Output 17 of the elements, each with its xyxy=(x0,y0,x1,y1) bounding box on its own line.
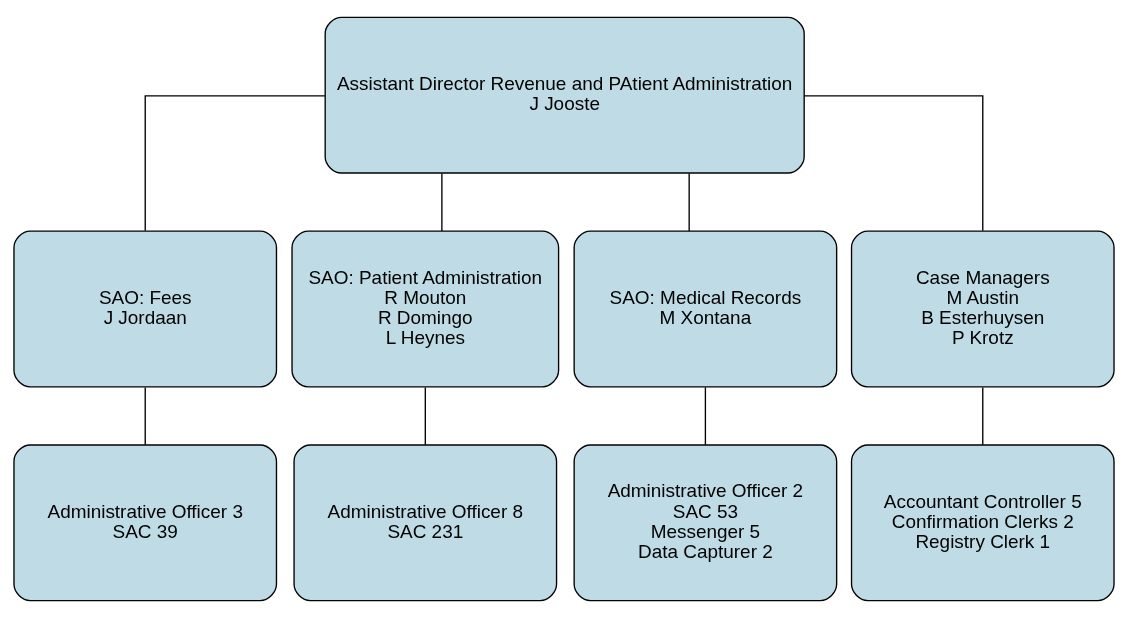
node-box: SAO: Patient Administration R Mouton R Domingo L Heynes xyxy=(291,230,560,387)
node-box: Accountant Controller 5 Confirmation Clerks 2 Registry Clerk 1 xyxy=(850,443,1115,601)
connector xyxy=(144,94,326,232)
connector xyxy=(144,386,146,445)
connector xyxy=(982,386,984,445)
connector xyxy=(688,172,690,232)
connector xyxy=(441,172,443,232)
node-box: Case Managers M Austin B Esterhuysen P Krotz xyxy=(850,230,1115,387)
connector xyxy=(803,94,984,232)
node-box: SAO: Fees J Jordaan xyxy=(13,230,278,387)
node-box: Assistant Director Revenue and PAtient Administration J Jooste xyxy=(324,16,805,174)
node-box: Administrative Officer 3 SAC 39 xyxy=(13,443,278,601)
node-box: Administrative Officer 2 SAC 53 Messenger 5 Data Capturer 2 xyxy=(573,443,838,601)
connector xyxy=(704,386,707,445)
connector xyxy=(424,386,426,445)
node-box: SAO: Medical Records M Xontana xyxy=(573,230,838,387)
node-box: Administrative Officer 8 SAC 231 xyxy=(293,443,558,601)
